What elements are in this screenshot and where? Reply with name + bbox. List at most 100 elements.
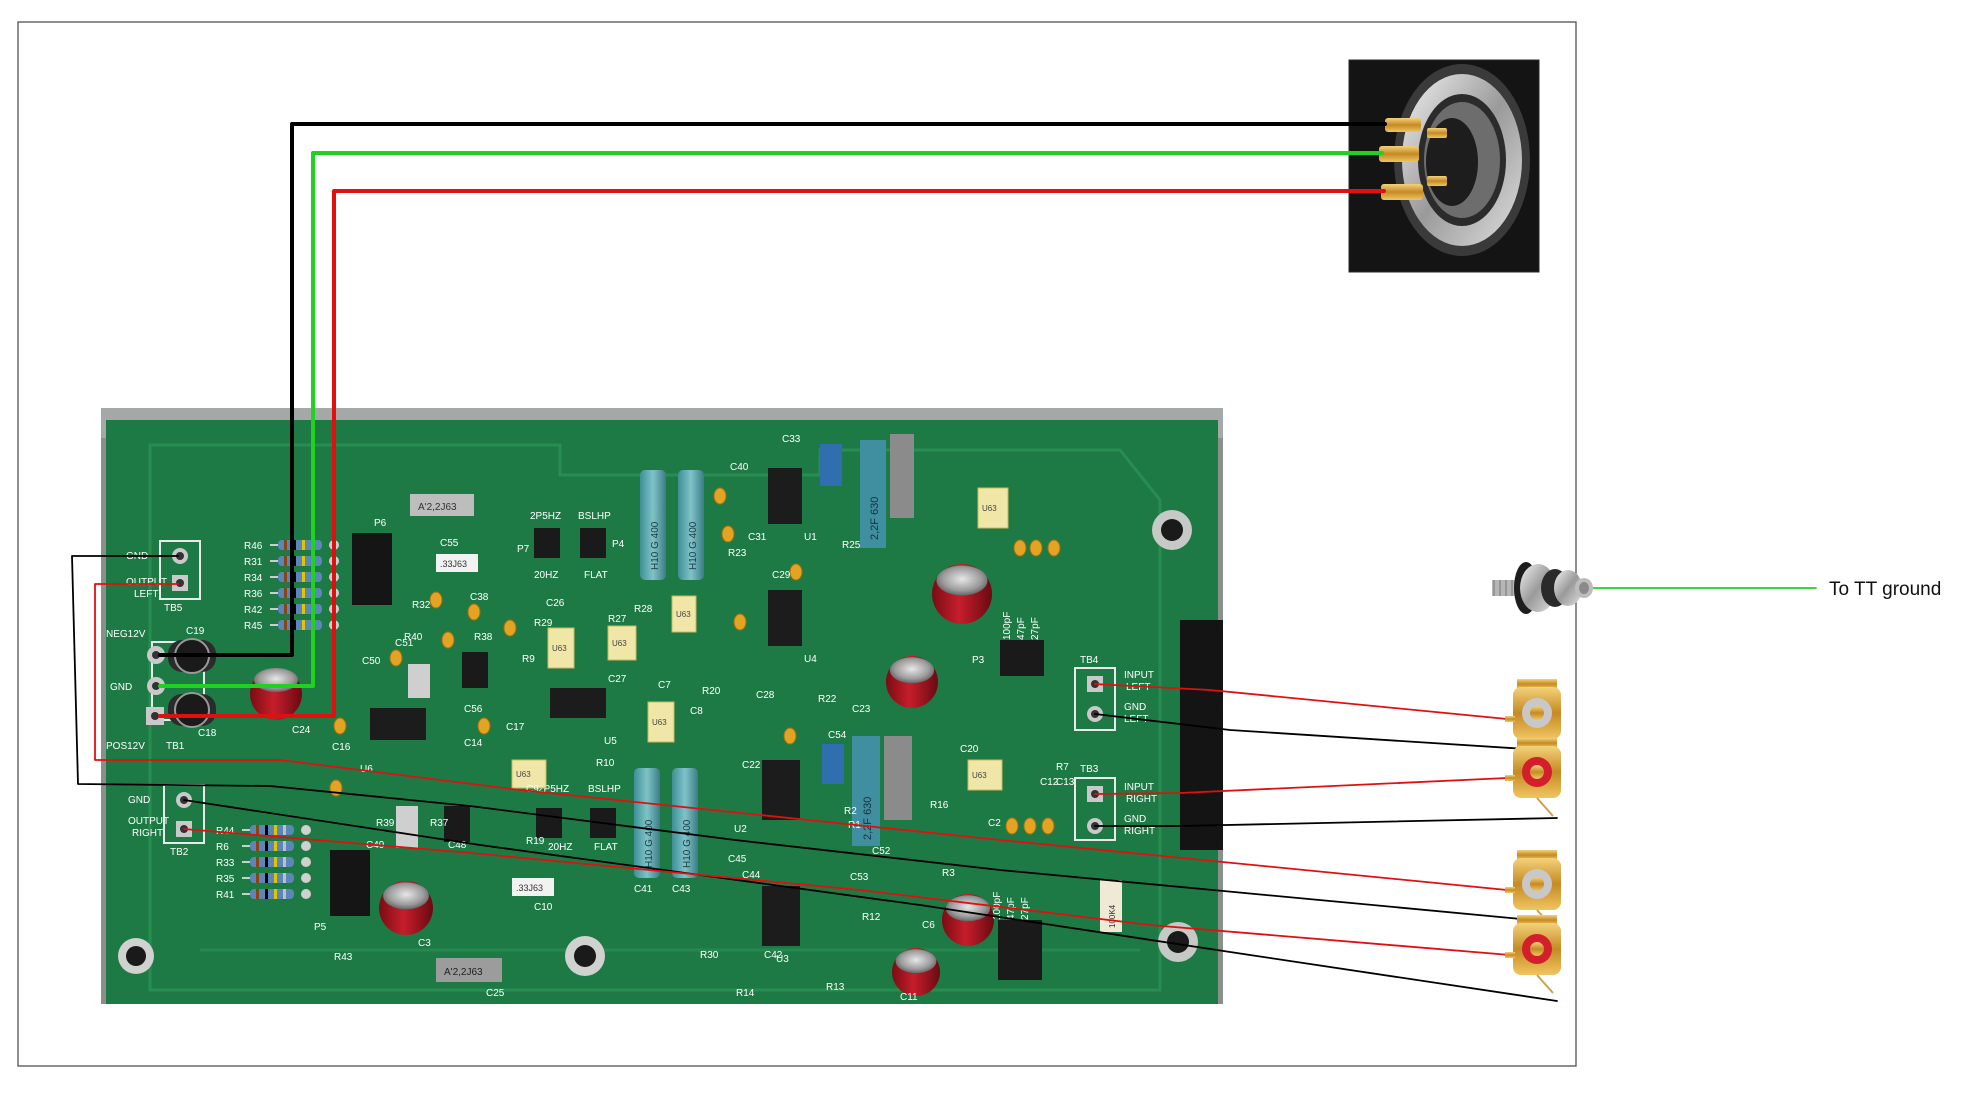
component-label: C42 xyxy=(764,950,783,961)
ground-binding-post xyxy=(1492,562,1593,614)
component-label: R28 xyxy=(634,604,653,615)
din-connector-photo xyxy=(1348,59,1540,273)
tb4-name: TB4 xyxy=(1080,655,1099,666)
ic-u6: U6 xyxy=(360,708,426,775)
component-label: R13 xyxy=(826,982,845,993)
tt-ground-label: To TT ground xyxy=(1829,579,1941,600)
tb1-gnd-label: GND xyxy=(110,682,132,693)
tb2-gnd-label: GND xyxy=(128,795,150,806)
yellow-cap-value: U63 xyxy=(982,504,997,513)
lower-right-top-label: BSLHP xyxy=(588,784,621,795)
resistor-pad xyxy=(301,873,311,883)
p7-top-label: 2P5HZ xyxy=(530,511,561,522)
lower-left-top-label: 2P5HZ xyxy=(538,784,569,795)
resistor-band xyxy=(302,556,305,566)
blue-caps xyxy=(820,444,844,784)
film-cap-bottom: A'2,2J63 C25 xyxy=(436,958,505,999)
component-label: R14 xyxy=(736,988,755,999)
film-cap-top-value: A'2,2J63 xyxy=(418,502,457,513)
ic-u1: U1 xyxy=(768,468,817,543)
rca-jack-center xyxy=(1530,706,1544,720)
electrolytic-caps xyxy=(379,564,994,996)
teal-cap-1-value: H10 G 400 xyxy=(650,521,661,570)
p4-top-label: BSLHP xyxy=(578,511,611,522)
yellow-cap xyxy=(647,701,675,743)
resistor-band xyxy=(265,889,268,899)
component-label: C11 xyxy=(900,992,918,1003)
component-label: C2 xyxy=(988,818,1001,829)
component-label: R3 xyxy=(942,868,955,879)
tb3-name: TB3 xyxy=(1080,764,1099,775)
ceramic-cap xyxy=(1005,817,1019,835)
ic-u2: U2 xyxy=(734,760,800,835)
rca-jack-center xyxy=(1530,877,1544,891)
resistor-label: R35 xyxy=(216,874,235,885)
ceramic-cap xyxy=(1029,539,1043,557)
component-label: C33 xyxy=(782,434,801,445)
tb3-gnd-label: GND xyxy=(1124,814,1146,825)
resistor-band xyxy=(302,572,305,582)
resistor-label: R34 xyxy=(244,573,263,584)
jumper-lower-left: 2P5HZ 20HZ xyxy=(536,784,572,853)
resistor-band xyxy=(256,825,259,835)
tb2-output-label: OUTPUT xyxy=(128,816,169,827)
ceramic-cap xyxy=(477,717,491,735)
component-label: C16 xyxy=(332,742,351,753)
c24-label: C24 xyxy=(292,725,311,736)
resistor-band xyxy=(274,841,277,851)
rca-jacks xyxy=(1505,679,1561,994)
ceramic-cap xyxy=(1047,539,1061,557)
component-label: C54 xyxy=(828,730,847,741)
c18-label: C18 xyxy=(198,728,217,739)
teal-cap-4-value: H10 G 400 xyxy=(682,819,693,868)
lower-right-bottom-label: FLAT xyxy=(594,842,618,853)
c43-label: C43 xyxy=(672,884,691,895)
jumper-p3: P3 xyxy=(972,640,1044,676)
resistor-band xyxy=(284,588,287,598)
ceramic-cap xyxy=(429,591,443,609)
resistor-band xyxy=(293,572,296,582)
rca-jack-lug xyxy=(1536,974,1554,994)
wire-input-right-gnd xyxy=(1094,817,1558,827)
tb1-block: NEG12V GND POS12V TB1 xyxy=(106,629,205,752)
component-label: R29 xyxy=(534,618,553,629)
yellow-cap-value: U63 xyxy=(676,610,691,619)
resistor-band xyxy=(274,873,277,883)
resistor-band xyxy=(256,841,259,851)
resistor-band xyxy=(283,857,286,867)
tb1-name: TB1 xyxy=(166,741,185,752)
rca-jack-center xyxy=(1530,942,1544,956)
ic-u4: U4 xyxy=(768,590,817,665)
resistor-pad xyxy=(301,841,311,851)
u3-label: U3 xyxy=(776,954,789,965)
resistor-band xyxy=(274,825,277,835)
resistor-band xyxy=(293,540,296,550)
transistors xyxy=(396,652,488,848)
teal-caps-bottom: H10 G 400 H10 G 400 C41 C43 xyxy=(634,768,698,895)
pcb-board: GND OUTPUT LEFT TB5 NEG12V GND POS12V TB… xyxy=(101,408,1223,1004)
component-label: R2 xyxy=(844,806,857,817)
component-label: C44 xyxy=(742,870,761,881)
resistor-band xyxy=(284,540,287,550)
yellow-cap-value: U63 xyxy=(972,771,987,780)
component-label: R27 xyxy=(608,614,627,625)
rca-jack-tab xyxy=(1505,952,1515,958)
resistor-band xyxy=(284,572,287,582)
component-label: C22 xyxy=(742,760,761,771)
rca-jack-tab xyxy=(1505,716,1515,722)
yellow-cap-value: U63 xyxy=(516,770,531,779)
component-label: C52 xyxy=(872,846,891,857)
wire-output-left-signal xyxy=(94,583,1508,891)
u5-label: U5 xyxy=(604,736,617,747)
resistor-pad xyxy=(301,857,311,867)
tb2-name: TB2 xyxy=(170,847,189,858)
component-label: R16 xyxy=(930,800,949,811)
tb5-name: TB5 xyxy=(164,603,183,614)
electrolytic-cap-top xyxy=(383,882,429,910)
p7-name: P7 xyxy=(517,544,530,555)
wire-power-red xyxy=(158,189,1386,718)
resistor-band xyxy=(265,825,268,835)
electrolytic-cap-top xyxy=(936,565,988,596)
u4-label: U4 xyxy=(804,654,817,665)
film-cap-bottom-value: A'2,2J63 xyxy=(444,967,483,978)
